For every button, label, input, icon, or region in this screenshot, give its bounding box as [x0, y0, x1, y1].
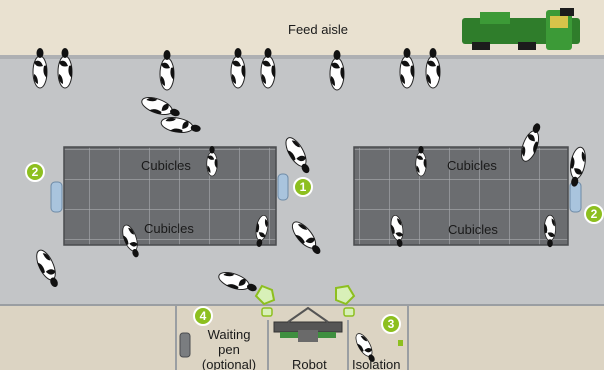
feed-aisle-label: Feed aisle: [288, 22, 348, 37]
badge-2-left: 2: [25, 162, 45, 182]
brush-icon: [277, 173, 289, 201]
tractor-icon: [462, 8, 580, 50]
gate-icon: [254, 284, 276, 306]
brush-icon: [569, 181, 582, 213]
cubicle-block-right: [353, 146, 569, 246]
badge-4: 4: [193, 306, 213, 326]
gate-icon: [335, 284, 356, 306]
badge-2-right: 2: [584, 204, 604, 224]
cubicles-label: Cubicles: [447, 158, 497, 173]
brush-icon: [50, 181, 63, 213]
isolation-label: Isolation: [352, 357, 401, 370]
cubicles-label: Cubicles: [141, 158, 191, 173]
robot-icon: [273, 306, 343, 342]
feed-station-icon: [398, 340, 403, 346]
cubicles-label: Cubicles: [448, 222, 498, 237]
robot-label: Robot: [292, 357, 327, 370]
waiting-pen-label: Waiting pen (optional): [201, 327, 257, 370]
feed-station-icon: [179, 332, 191, 358]
gate-icon: [343, 307, 355, 317]
gate-icon: [261, 307, 273, 317]
feed-aisle-rail: [0, 55, 604, 59]
badge-1: 1: [293, 177, 313, 197]
cubicle-block-left: [63, 146, 277, 246]
badge-3: 3: [381, 314, 401, 334]
cubicles-label: Cubicles: [144, 221, 194, 236]
